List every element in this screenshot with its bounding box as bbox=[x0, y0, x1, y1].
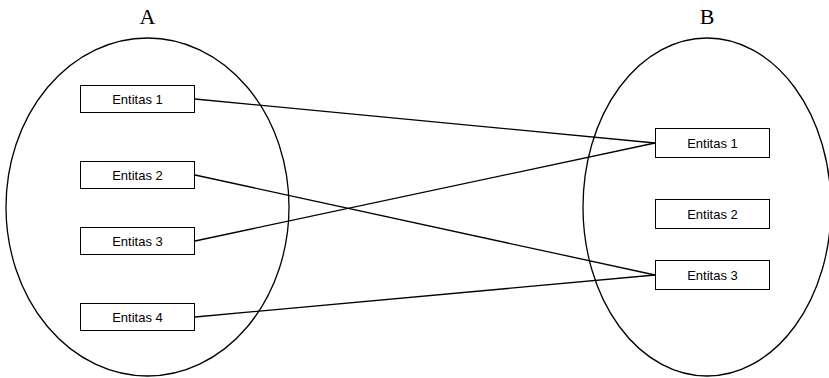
entity-label: Entitas 1 bbox=[112, 92, 163, 107]
entity-label: Entitas 3 bbox=[687, 268, 738, 283]
connector-line bbox=[195, 175, 655, 275]
entity-box: Entitas 4 bbox=[80, 303, 195, 331]
set-ellipse bbox=[583, 38, 829, 376]
set-heading: B bbox=[582, 2, 829, 30]
entity-box: Entitas 2 bbox=[80, 161, 195, 189]
connector-line bbox=[195, 275, 655, 317]
entity-label: Entitas 3 bbox=[112, 234, 163, 249]
entity-box: Entitas 1 bbox=[80, 85, 195, 113]
entity-label: Entitas 4 bbox=[112, 310, 163, 325]
entity-label: Entitas 1 bbox=[687, 136, 738, 151]
entity-box: Entitas 2 bbox=[655, 199, 770, 229]
entity-label: Entitas 2 bbox=[687, 207, 738, 222]
set-outline bbox=[582, 2, 829, 378]
entity-box: Entitas 1 bbox=[655, 128, 770, 158]
connector-line bbox=[195, 143, 655, 241]
entity-set-ellipse: B Entitas 1 Entitas 2 Entitas 3 bbox=[582, 2, 829, 378]
set-heading: A bbox=[5, 2, 290, 30]
entity-box: Entitas 3 bbox=[655, 260, 770, 290]
connector-line bbox=[195, 99, 655, 143]
set-ellipse bbox=[6, 38, 289, 376]
entity-box: Entitas 3 bbox=[80, 227, 195, 255]
entity-set-ellipse: A Entitas 1 Entitas 2 Entitas 3 Entitas 4 bbox=[5, 2, 290, 378]
entity-label: Entitas 2 bbox=[112, 168, 163, 183]
